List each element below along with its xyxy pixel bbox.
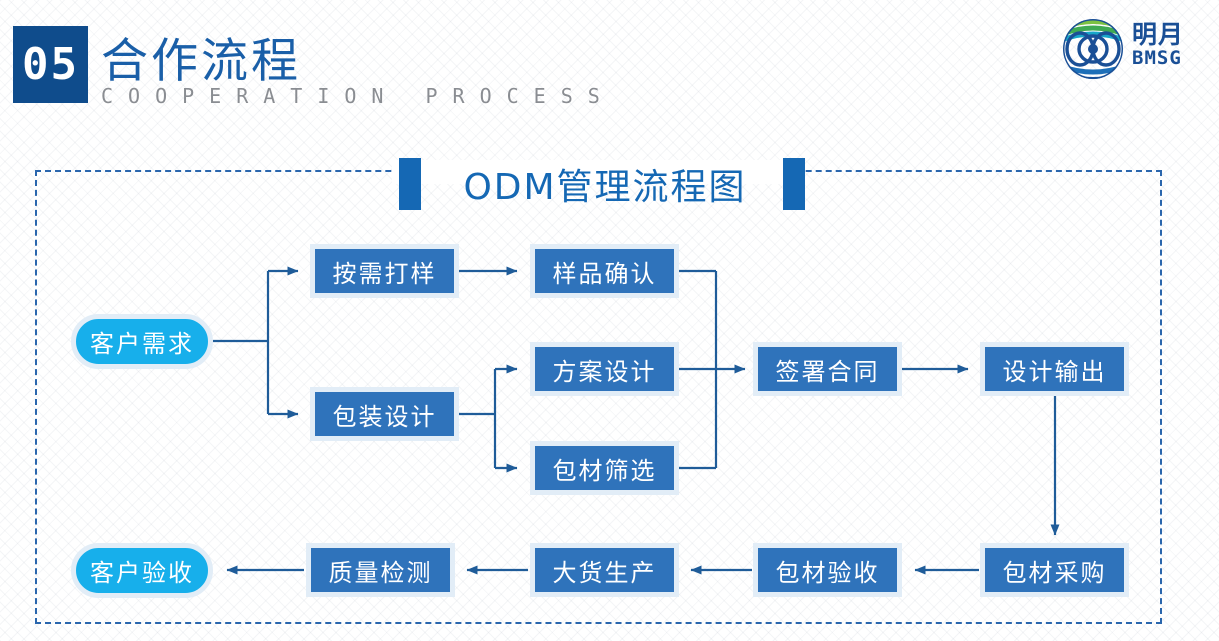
flow-node-label: 样品确认 xyxy=(552,259,657,288)
flow-node-label: 包装设计 xyxy=(332,402,437,431)
brand-name-cn: 明月 xyxy=(1132,20,1185,49)
flow-node-sample-confirmation[interactable]: 样品确认 xyxy=(530,244,679,298)
page-subtitle: COOPERATION PROCESS xyxy=(101,84,615,108)
flow-node-material-acceptance[interactable]: 包材验收 xyxy=(753,543,902,597)
brand-logo: 明月 BMSG xyxy=(1060,16,1208,84)
flow-title: ODM管理流程图 xyxy=(463,167,747,208)
flow-title-accent-right xyxy=(783,158,805,210)
flow-node-scheme-design[interactable]: 方案设计 xyxy=(530,342,679,396)
flow-node-material-screening[interactable]: 包材筛选 xyxy=(530,441,679,495)
flow-node-label: 质量检测 xyxy=(328,558,433,587)
flow-node-sampling-on-demand[interactable]: 按需打样 xyxy=(310,244,459,298)
flow-node-label: 签署合同 xyxy=(775,357,880,386)
flow-node-label: 包材采购 xyxy=(1002,558,1107,587)
flow-title-accent-left xyxy=(399,158,421,210)
brand-wordmark: 明月 BMSG xyxy=(1132,22,1208,69)
section-number-label: 05 xyxy=(22,39,79,90)
bmsg-globe-emblem-icon xyxy=(1063,19,1123,79)
flow-node-label: 按需打样 xyxy=(332,259,437,288)
flow-node-quality-inspection[interactable]: 质量检测 xyxy=(306,543,455,597)
page-title: 合作流程 xyxy=(101,34,301,89)
flow-node-material-purchase[interactable]: 包材采购 xyxy=(980,543,1129,597)
flow-title-mask xyxy=(392,160,805,184)
section-number-badge: 05 xyxy=(13,26,88,103)
flow-node-sign-contract[interactable]: 签署合同 xyxy=(753,342,902,396)
flow-node-label: 客户需求 xyxy=(90,330,194,358)
flow-node-label: 包材筛选 xyxy=(552,456,657,485)
flow-node-customer-requirement[interactable]: 客户需求 xyxy=(71,314,213,369)
flow-node-packaging-design[interactable]: 包装设计 xyxy=(310,387,459,441)
flow-node-design-output[interactable]: 设计输出 xyxy=(980,342,1129,396)
flow-node-label: 包材验收 xyxy=(775,558,880,587)
flow-node-customer-acceptance[interactable]: 客户验收 xyxy=(71,543,213,598)
flow-node-label: 客户验收 xyxy=(90,559,194,587)
flow-node-label: 大货生产 xyxy=(552,558,657,587)
flow-node-label: 设计输出 xyxy=(1002,357,1107,386)
flow-node-label: 方案设计 xyxy=(552,357,657,386)
flow-node-mass-production[interactable]: 大货生产 xyxy=(530,543,679,597)
brand-name-en: BMSG xyxy=(1132,47,1182,69)
